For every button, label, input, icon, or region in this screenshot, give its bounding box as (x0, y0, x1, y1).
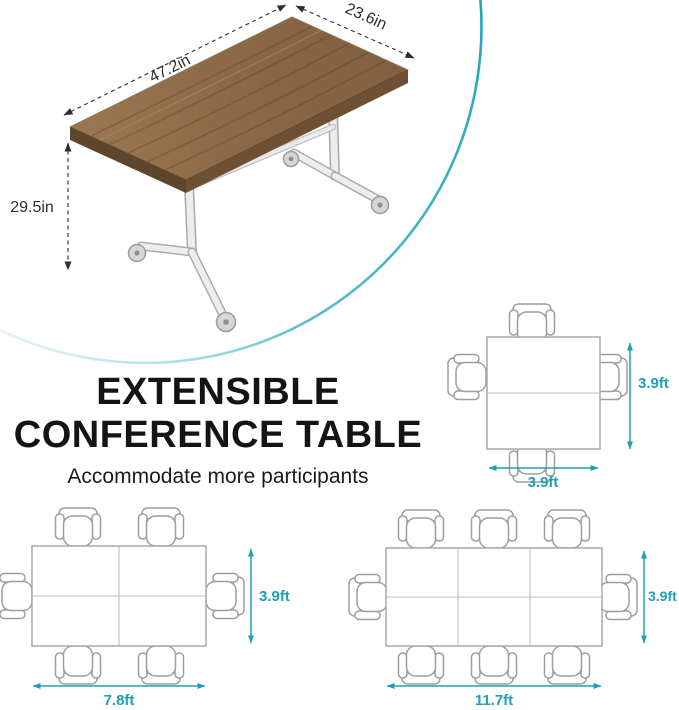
tabletop (69, 16, 409, 193)
chair-icon (0, 572, 33, 620)
caster-wheel-icon (282, 150, 300, 168)
chair-icon (470, 509, 518, 549)
caster-wheel-icon (370, 195, 390, 215)
table-legs (127, 73, 390, 333)
width-dimension-arrow: 3.9ft (488, 465, 599, 491)
depth-dimension-label: 3.9ft (259, 588, 290, 605)
width-dimension-label: 11.7ft (475, 692, 513, 709)
dimension-height: 29.5in (10, 142, 72, 271)
caster-wheel-icon (127, 243, 147, 263)
decorative-arc (0, 0, 483, 365)
depth-dimension-label: 3.9ft (648, 588, 677, 604)
chair-icon (137, 645, 185, 685)
chair-icon (598, 573, 638, 621)
height-dimension-label: 29.5in (10, 199, 54, 216)
chair-icon (397, 645, 445, 685)
headline-subtitle: Accommodate more participants (67, 464, 369, 488)
headline: EXTENSIBLE CONFERENCE TABLE Accommodate … (0, 371, 436, 489)
chair-icon (137, 507, 185, 547)
width-dimension-label: 7.8ft (104, 692, 135, 709)
width-dimension-label: 23.6in (342, 0, 389, 33)
width-dimension-arrow: 7.8ft (32, 683, 206, 709)
depth-dimension-arrow: 3.9ft (641, 550, 677, 644)
layout-diagram-8-seat: 3.9ft 11.7ft (348, 509, 677, 709)
width-dimension-label: 3.9ft (528, 474, 559, 491)
chair-icon (205, 572, 245, 620)
headline-line1: EXTENSIBLE (96, 371, 340, 413)
layout-diagram-4-seat: 3.9ft 3.9ft (447, 303, 669, 491)
chair-icon (447, 353, 487, 401)
depth-dimension-label: 3.9ft (638, 375, 669, 392)
width-dimension-arrow: 11.7ft (386, 683, 602, 709)
caster-wheel-icon (215, 311, 237, 333)
table-illustration: 47.2in 23.6in 29.5in (10, 0, 415, 333)
chair-icon (397, 509, 445, 549)
chair-icon (543, 645, 591, 685)
headline-line2: CONFERENCE TABLE (13, 413, 423, 456)
chair-icon (543, 509, 591, 549)
chair-icon (54, 645, 102, 685)
chair-icon (54, 507, 102, 547)
chair-icon (470, 645, 518, 685)
depth-dimension-arrow: 3.9ft (627, 342, 669, 450)
depth-dimension-arrow: 3.9ft (248, 548, 290, 644)
layout-diagram-6-seat: 3.9ft 7.8ft (0, 507, 290, 709)
chair-icon (348, 573, 388, 621)
